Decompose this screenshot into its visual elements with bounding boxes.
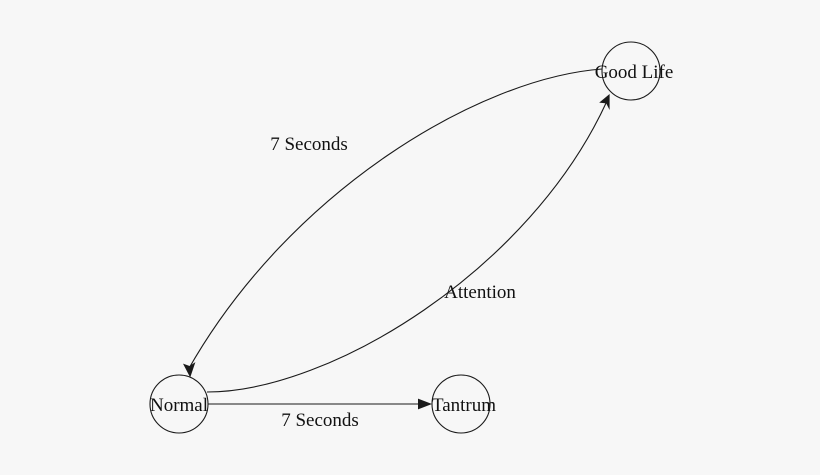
node-normal-circle	[149, 374, 209, 434]
node-good-life[interactable]: Good Life	[595, 41, 674, 101]
arrowhead-into-normal	[183, 362, 196, 378]
edge-normal-to-tantrum[interactable]	[208, 398, 432, 410]
edge-label-goodlife-to-normal: 7 Seconds	[270, 134, 348, 155]
node-tantrum-label: Tantrum	[432, 395, 496, 416]
node-tantrum[interactable]: Tantrum	[431, 374, 496, 434]
node-tantrum-circle	[431, 374, 491, 434]
node-normal[interactable]: Normal	[149, 374, 209, 434]
arrowhead-into-tantrum	[418, 398, 432, 410]
edge-goodlife-to-normal[interactable]	[183, 68, 603, 378]
edge-label-normal-to-tantrum: 7 Seconds	[281, 410, 359, 431]
edge-normal-to-goodlife-path	[206, 100, 608, 393]
edge-normal-to-goodlife[interactable]	[206, 94, 610, 393]
node-normal-label: Normal	[150, 395, 208, 416]
node-good-life-circle	[601, 41, 661, 101]
edge-goodlife-to-normal-path	[187, 68, 603, 371]
edge-label-normal-to-goodlife: Attention	[444, 282, 516, 303]
arrowhead-into-goodlife	[599, 94, 610, 110]
node-good-life-label: Good Life	[595, 62, 674, 83]
